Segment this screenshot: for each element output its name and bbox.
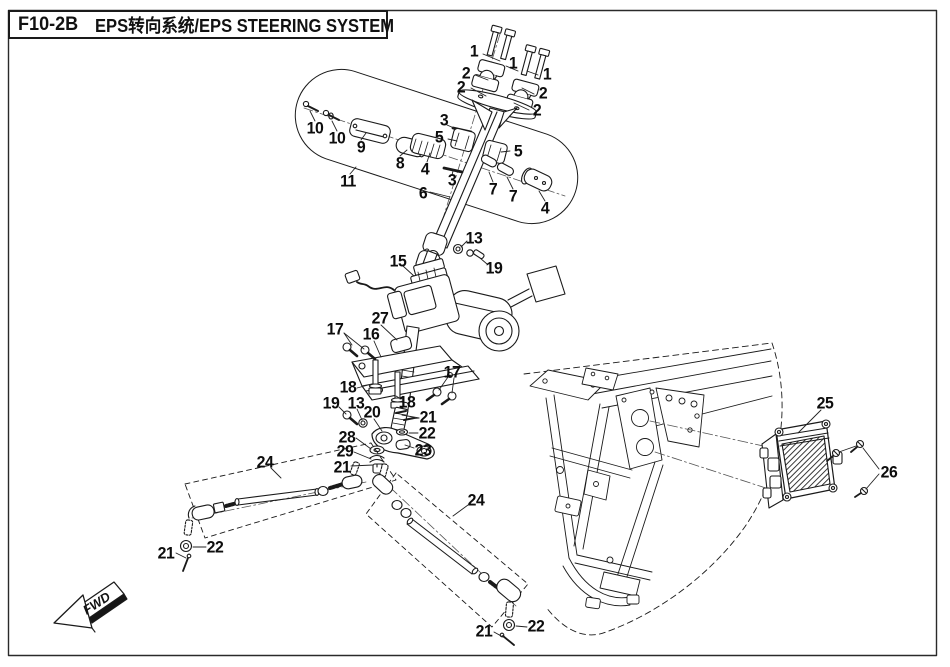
bolts-17	[342, 342, 457, 406]
pitman-arm-assembly	[342, 406, 435, 474]
eps-motor-unit	[344, 250, 566, 352]
tie-rod-left	[179, 442, 397, 572]
group-enclosure-11	[294, 68, 579, 225]
title-block: F10-2B EPS转向系统/EPS STEERING SYSTEM	[8, 10, 394, 39]
fwd-arrow-icon: FWD	[53, 581, 128, 633]
ecu-screws-26	[826, 439, 869, 498]
handlebar-clamp-assembly	[457, 24, 551, 120]
page-border	[7, 9, 938, 657]
column-small-parts	[302, 100, 553, 192]
washer-13-bolt-19-upper	[452, 243, 485, 260]
figure-title: EPS转向系统/EPS STEERING SYSTEM	[95, 15, 395, 36]
frame	[523, 342, 787, 636]
figure-code: F10-2B	[18, 13, 79, 35]
ecu-unit	[759, 419, 843, 509]
steering-column	[431, 99, 518, 249]
leader-lines	[175, 53, 880, 638]
tie-rod-right	[365, 463, 529, 646]
